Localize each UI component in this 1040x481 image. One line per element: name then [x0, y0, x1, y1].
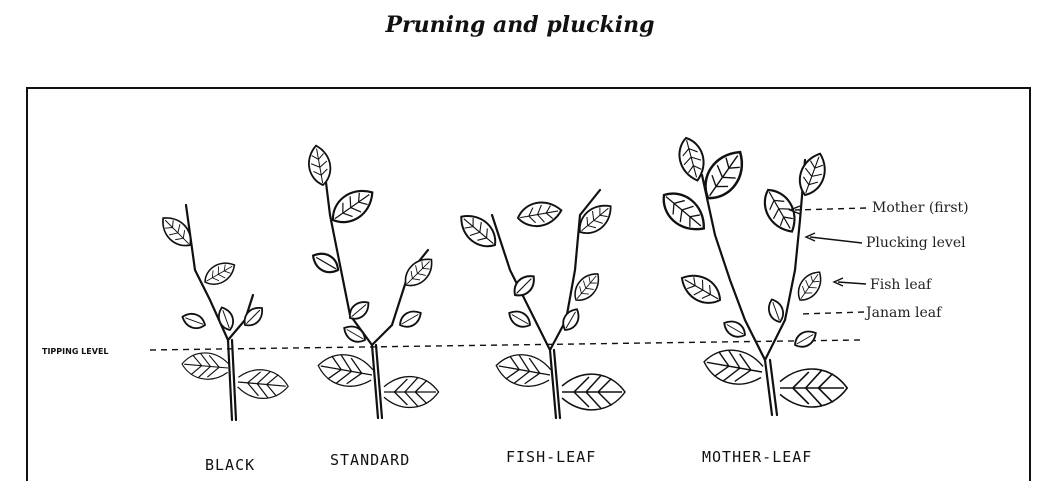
plant-standard	[306, 144, 439, 418]
pointer-fish-leaf	[838, 282, 866, 284]
leaf	[181, 351, 229, 381]
plant-fish-leaf	[454, 190, 625, 418]
leaf	[701, 345, 765, 388]
leaf	[516, 199, 563, 229]
annotation-fish-leaf: Fish leaf	[870, 277, 933, 293]
leaf	[306, 144, 334, 187]
leaf	[562, 374, 625, 410]
leaf	[510, 271, 539, 300]
leaf	[494, 350, 553, 390]
tipping-level-line	[150, 340, 860, 350]
leaf	[384, 377, 439, 408]
leaf	[780, 369, 847, 407]
label-black: BLACK	[205, 456, 255, 474]
leaf	[180, 310, 207, 331]
leaf	[675, 135, 709, 183]
leaf	[341, 322, 369, 346]
leaf	[792, 327, 820, 351]
leaf	[655, 185, 712, 239]
label-standard: STANDARD	[330, 451, 410, 469]
pointer-janam-leaf	[800, 312, 864, 314]
label-fish-leaf: FISH-LEAF	[506, 448, 596, 466]
leaf	[397, 307, 425, 331]
leaf	[454, 208, 503, 254]
tipping-level-label: TIPPING LEVEL	[42, 347, 109, 356]
plant-black	[156, 205, 289, 420]
leaf	[696, 144, 752, 207]
leaf	[793, 267, 827, 305]
label-mother-leaf: MOTHER-LEAF	[702, 448, 812, 466]
leaf	[240, 303, 267, 330]
annotation-mother: Mother (first)	[872, 200, 969, 216]
leaf	[326, 182, 380, 230]
pointer-mother	[795, 208, 866, 210]
plant-mother-leaf	[655, 135, 866, 415]
leaf	[237, 368, 290, 401]
leaf	[201, 257, 239, 289]
leaf	[559, 306, 583, 334]
leaf	[676, 268, 726, 310]
leaf	[316, 350, 375, 390]
leaf	[794, 150, 831, 199]
leaf	[765, 297, 786, 324]
annotation-plucking-level: Plucking level	[866, 235, 966, 251]
leaf	[215, 305, 236, 332]
tipping-level: TIPPING LEVEL	[42, 340, 860, 356]
leaf	[757, 184, 803, 238]
pointer-plucking-level	[810, 237, 862, 243]
annotation-janam-leaf: Janam leaf	[864, 305, 943, 321]
